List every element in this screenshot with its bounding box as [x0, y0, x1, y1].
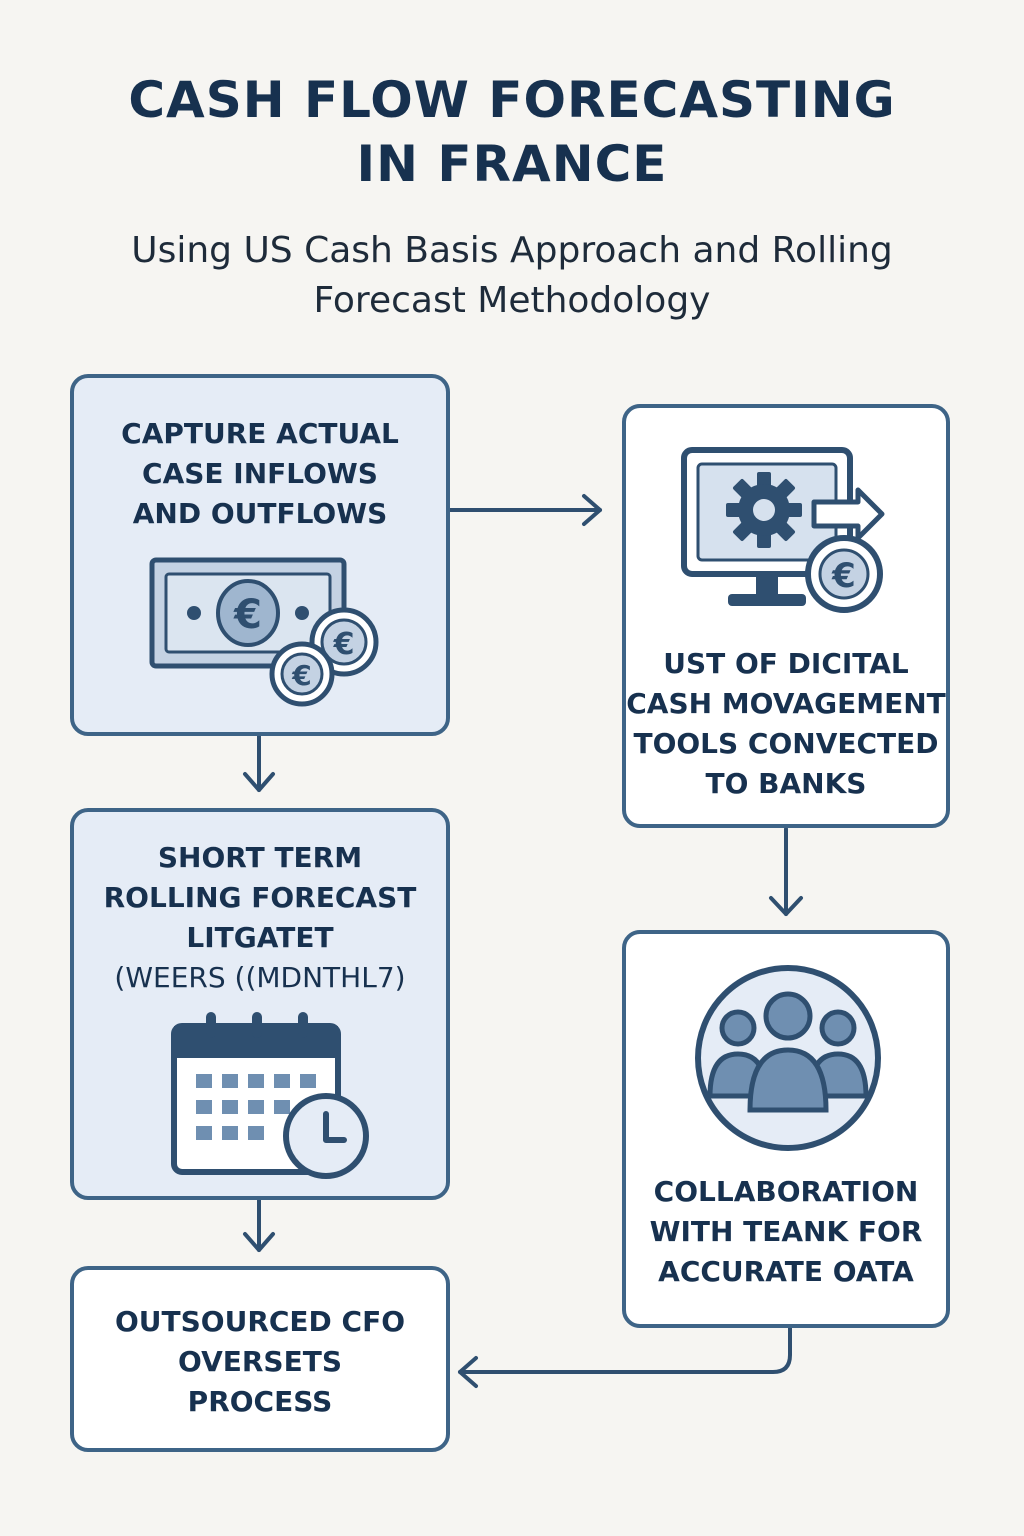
step-outsourced-cfo-label: OUTSOURCED CFO OVERSETS PROCESS [114, 1305, 406, 1418]
subtitle-line-2: Forecast Methodology [313, 280, 711, 321]
calendar-clock-icon [171, 1012, 369, 1179]
cash-and-euro-coins-icon: € € € [149, 557, 379, 707]
step-digital-tools-box: € UST OF DICITAL CASH MOVAGEMENT TOOLS C… [622, 404, 950, 828]
arrow-digital-tools-to-collaboration [769, 827, 803, 916]
title-line-1: CASH FLOW FORECASTING [128, 71, 896, 129]
step-capture-label: CAPTURE ACTUAL CASE INFLOWS AND OUTFLOWS [121, 417, 399, 530]
step-rolling-forecast-label: SHORT TERM ROLLING FORECAST LITGATET (WE… [103, 841, 417, 994]
computer-gear-euro-icon: € [681, 447, 885, 613]
arrow-capture-to-rolling-forecast [243, 734, 275, 792]
step-capture-box: CAPTURE ACTUAL CASE INFLOWS AND OUTFLOWS… [70, 374, 450, 736]
step-collaboration-box: COLLABORATION WITH TEANK FOR ACCURATE OA… [622, 930, 950, 1328]
step-rolling-forecast-box: SHORT TERM ROLLING FORECAST LITGATET (WE… [70, 808, 450, 1200]
step-collaboration-label: COLLABORATION WITH TEANK FOR ACCURATE OA… [649, 1175, 923, 1288]
team-group-icon [695, 965, 881, 1151]
step-outsourced-cfo-box: OUTSOURCED CFO OVERSETS PROCESS [70, 1266, 450, 1452]
page-title: CASH FLOW FORECASTING IN FRANCE [0, 68, 1024, 196]
svg-text:€: € [333, 627, 355, 662]
subtitle-line-1: Using US Cash Basis Approach and Rolling [131, 230, 893, 271]
title-line-2: IN FRANCE [356, 135, 668, 193]
svg-text:€: € [291, 659, 311, 692]
svg-text:€: € [831, 556, 856, 596]
arrow-rolling-forecast-to-outsourced-cfo [243, 1198, 275, 1252]
arrow-collaboration-to-outsourced-cfo [458, 1326, 792, 1388]
page-subtitle: Using US Cash Basis Approach and Rolling… [0, 226, 1024, 326]
svg-text:€: € [233, 592, 262, 638]
step-digital-tools-label: UST OF DICITAL CASH MOVAGEMENT TOOLS CON… [626, 647, 946, 800]
arrow-capture-to-digital-tools [448, 494, 602, 526]
